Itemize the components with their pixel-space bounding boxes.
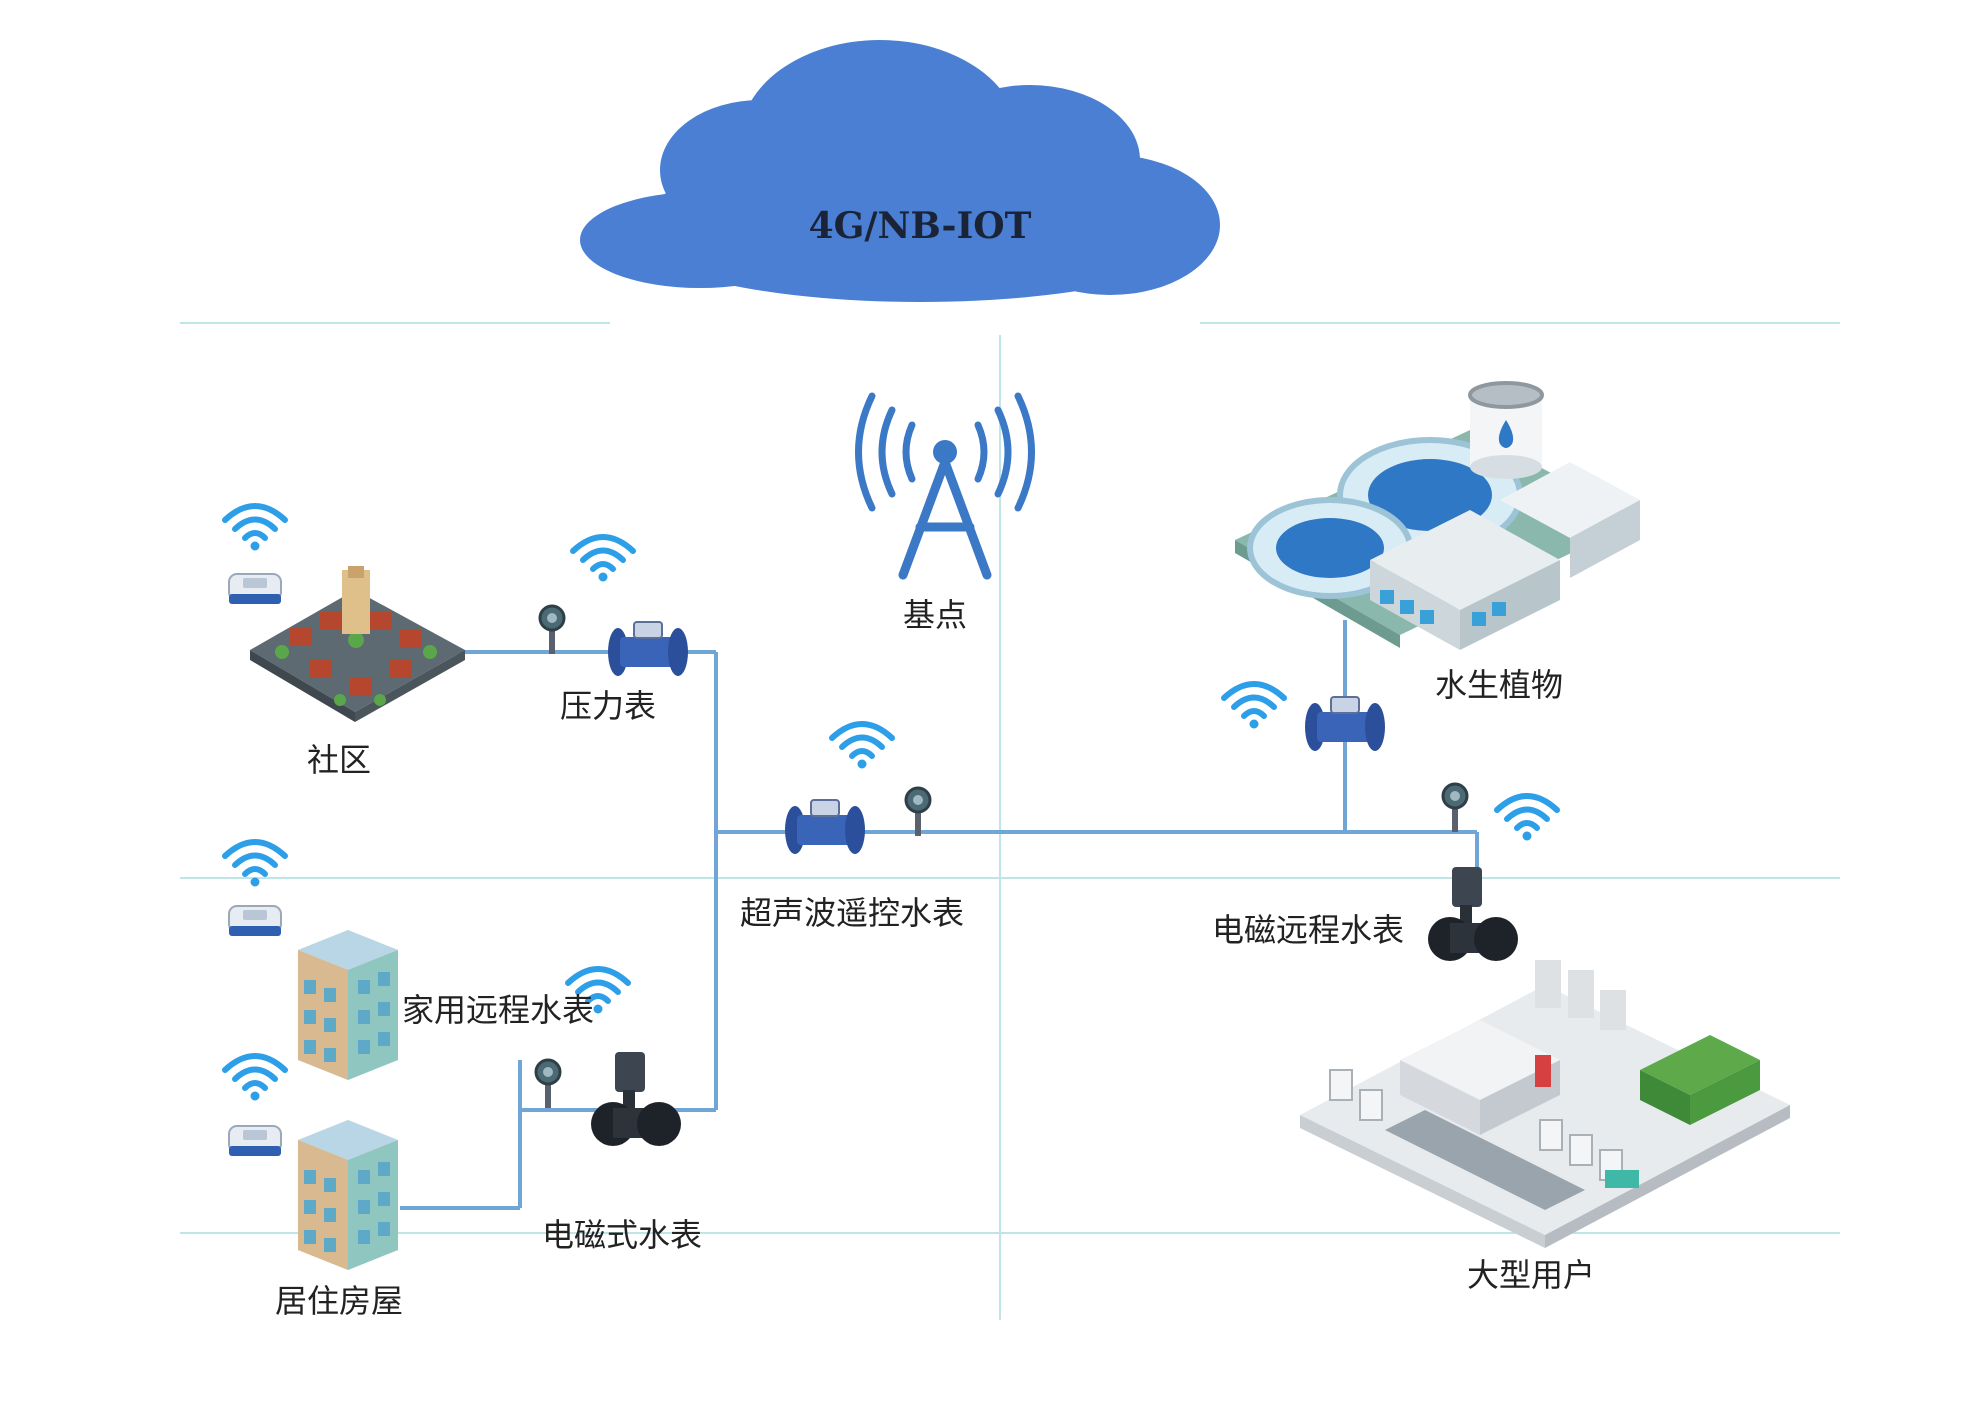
em-meter-label: 电磁式水表: [542, 1216, 703, 1254]
residence-label: 居住房屋: [275, 1282, 404, 1320]
water-plant-icon: [1235, 381, 1640, 650]
community-icon: [250, 566, 465, 722]
flow-meter-icon: [607, 621, 689, 677]
pressure-gauge-icon: [904, 786, 932, 838]
household-meter-icon: [228, 1125, 282, 1157]
wifi-icon: [1497, 796, 1557, 841]
household-meter-icon: [228, 573, 282, 605]
wifi-icon: [225, 506, 285, 551]
wifi-icon: [225, 1056, 285, 1101]
base-station-tower-icon: [855, 392, 1035, 580]
large-user-icon: [1300, 960, 1790, 1248]
network-label: 4G/NB-IOT: [808, 205, 1032, 247]
household-meter-icon: [228, 905, 282, 937]
household-meter-label: 家用远程水表: [402, 991, 595, 1029]
pressure-gauge-icon: [538, 604, 566, 656]
wifi-icon: [832, 724, 892, 769]
household-building-icon: [298, 930, 398, 1080]
community-label: 社区: [307, 741, 372, 779]
aquatic-plant-label: 水生植物: [1435, 666, 1564, 704]
ultrasonic-meter-label: 超声波遥控水表: [740, 894, 965, 932]
base-station-label: 基点: [903, 596, 968, 634]
ultrasonic-meter-icon: [784, 799, 866, 855]
pressure-gauge-icon: [534, 1058, 562, 1110]
em-remote-meter-label: 电磁远程水表: [1212, 911, 1405, 949]
em-meter-icon: [591, 1052, 681, 1146]
large-user-label: 大型用户: [1467, 1256, 1596, 1294]
pipe-network: [400, 620, 1479, 1210]
wifi-icon: [225, 842, 285, 887]
wifi-icon: [1224, 684, 1284, 729]
pressure-gauge-icon: [1441, 782, 1469, 834]
pressure-gauge-label: 压力表: [560, 687, 657, 725]
residence-building-icon: [298, 1120, 398, 1270]
wifi-icon: [573, 537, 633, 582]
cloud-icon: [580, 40, 1220, 302]
em-remote-meter-icon: [1428, 867, 1518, 961]
